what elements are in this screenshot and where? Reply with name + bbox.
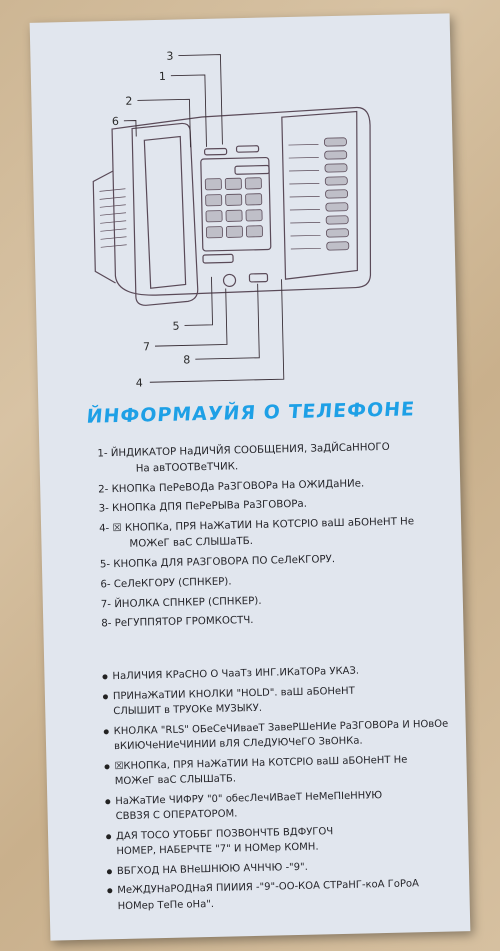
bullet-dot: [103, 728, 109, 734]
list-item: 8- РеГУППЯТОР ГРОМКОСТЧ.: [101, 615, 254, 630]
list-item: КНОЛКА "RLS" ОБеСеЧИваеТ ЗавеРШеНИе РаЗГ…: [103, 716, 460, 755]
list-item: 1- ЙНДИКАТОР НаДИЧЙЯ СООБЩЕНИЯ, ЗаДЙСаНН…: [97, 441, 390, 475]
bullet-dot: [102, 674, 108, 680]
list-item: 4- ☒ КНОПКа, ПРЯ НаЖаТИИ На КОТСРІО ваШ …: [99, 516, 415, 550]
callout-label-7: 7: [143, 340, 150, 353]
callout-label-5: 5: [172, 320, 179, 333]
list-item: НаЖаТИе ЧИФРУ "0" обесЛечИВаеТ НеМеПІеНН…: [105, 786, 461, 825]
list-item: ☒КНОПКа, ПРЯ НаЖаТИИ На КОТСРІО ваШ аБОН…: [104, 751, 460, 790]
page-title: ЙНФОРМАУЙЯ О ТЕЛЕФОНЕ: [85, 398, 416, 428]
bullet-dot: [104, 763, 110, 769]
callout-label-2: 2: [125, 95, 132, 108]
callout-label-6: 6: [112, 115, 119, 128]
bullet-dot: [102, 693, 108, 699]
callout-label-1: 1: [159, 70, 166, 83]
callout-label-4: 4: [136, 376, 143, 389]
bullet-dot: [107, 888, 113, 894]
bullet-dot: [106, 868, 112, 874]
bullet-dot: [106, 833, 112, 839]
bullet-dot: [105, 798, 111, 804]
list-item: МеЖДУНаРОДНаЯ ПИИИЯ -"9"-ОО-КОА СТРаНГ-к…: [107, 875, 463, 914]
bullet-list: НаЛИЧИЯ КРаСНО О ЧааТз ИНГ.ИКаТОРа УКАЗ.…: [102, 661, 463, 918]
callout-label-3: 3: [166, 50, 173, 63]
numbered-list: 1- ЙНДИКАТОР НаДИЧЙЯ СООБЩЕНИЯ, ЗаДЙСаНН…: [97, 439, 451, 637]
leaflet: 3 1 2 6 5 7 8 4 ЙНФОРМАУЙЯ О ТЕЛЕФОНЕ 1-…: [29, 13, 471, 941]
telephone-diagram: 3 1 2 6 5 7 8 4: [92, 50, 372, 390]
callout-label-8: 8: [183, 353, 190, 366]
